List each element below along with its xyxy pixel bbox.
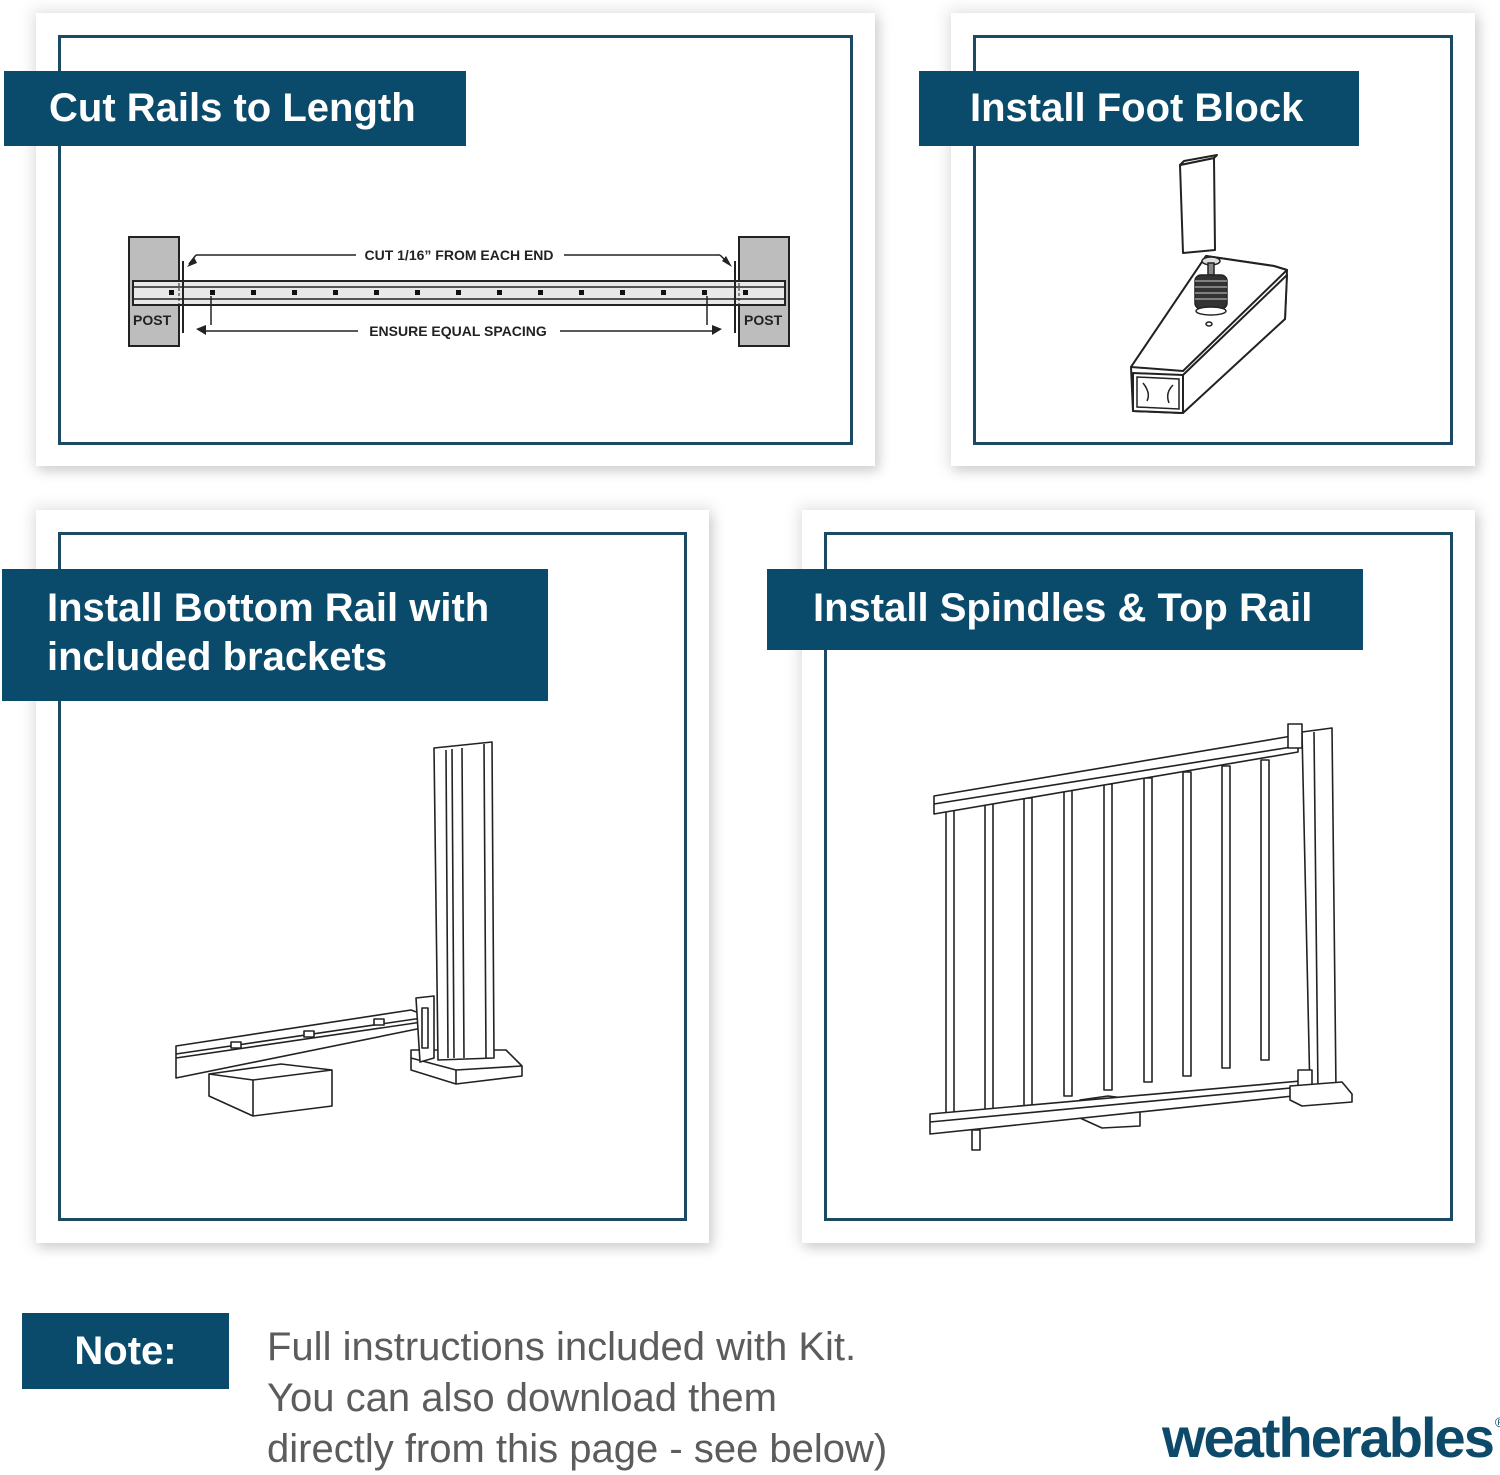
step-frame — [824, 532, 1453, 1221]
bottom-rail-illustration — [175, 741, 523, 1117]
note-line: You can also download them — [267, 1376, 777, 1420]
spacing-annotation-bottom: ENSURE EQUAL SPACING — [369, 323, 547, 339]
step-frame — [58, 532, 687, 1221]
step-title-line: Install Foot Block — [970, 86, 1304, 130]
note-label: Note: — [22, 1313, 229, 1389]
step-title-bottom-rail: Install Bottom Rail with included bracke… — [2, 569, 548, 701]
weatherables-logo: weatherables® — [1162, 1405, 1500, 1470]
post-label-left: POST — [133, 312, 172, 328]
brand-name: weatherables — [1162, 1406, 1495, 1469]
step-title-line: Install Bottom Rail with — [47, 586, 490, 630]
step-frame — [58, 35, 853, 445]
registered-mark: ® — [1495, 1414, 1500, 1430]
step-title-line: included brackets — [47, 635, 388, 679]
step-title-line: Install Spindles & Top Rail — [813, 586, 1313, 630]
note-text: Full instructions included with Kit. You… — [267, 1322, 887, 1475]
step-title-spindles-top-rail: Install Spindles & Top Rail — [767, 569, 1363, 650]
note-line: directly from this page - see below) — [267, 1427, 888, 1471]
note-line: Full instructions included with Kit. — [267, 1325, 857, 1369]
foot-block-illustration — [1130, 154, 1288, 414]
rail-cut-diagram — [128, 236, 790, 347]
step-title-cut-rails: Cut Rails to Length — [4, 71, 466, 146]
step-title-foot-block: Install Foot Block — [919, 71, 1359, 146]
step-frame — [973, 35, 1453, 445]
post-label-right: POST — [744, 312, 783, 328]
step-title-line: Cut Rails to Length — [49, 86, 416, 130]
spindles-top-rail-illustration — [929, 723, 1353, 1151]
cut-annotation-top: CUT 1/16” FROM EACH END — [364, 247, 554, 263]
